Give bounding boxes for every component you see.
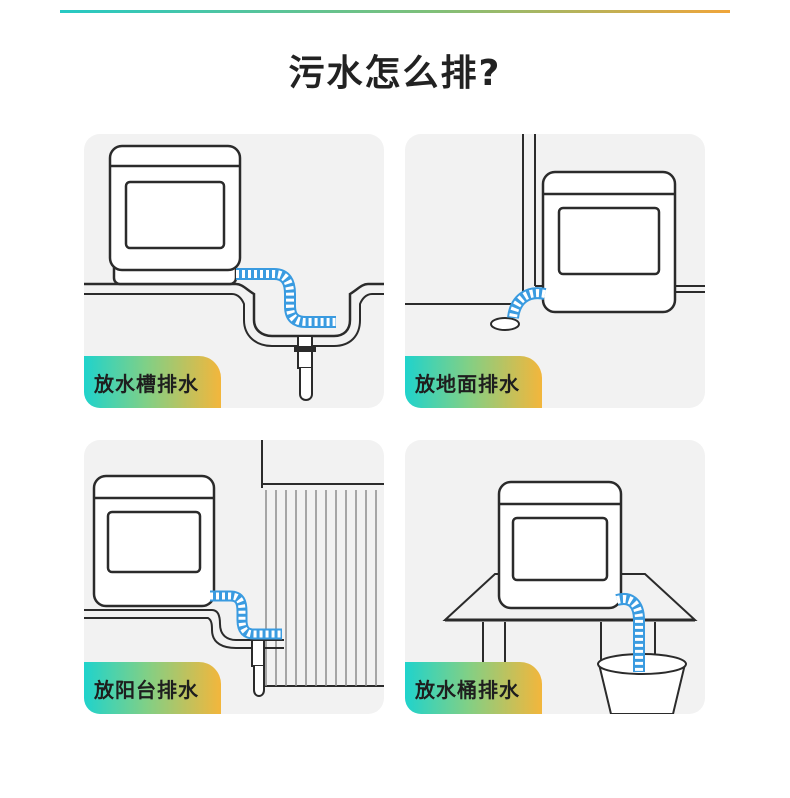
top-gradient-divider [60,10,730,13]
floor-drain-icon [405,134,705,331]
card-floor-drain: 放地面排水 [405,134,705,408]
card-balcony-drain: 放阳台排水 [84,440,384,714]
label-sink-drain: 放水槽排水 [84,356,221,408]
label-water-bucket: 放水桶排水 [405,662,542,714]
water-bucket-icon [442,480,698,714]
card-water-bucket: 放水桶排水 [405,440,705,714]
card-sink-drain: 放水槽排水 [84,134,384,408]
label-balcony-drain: 放阳台排水 [84,662,221,714]
balcony-drain-icon [84,440,384,697]
page-title: 污水怎么排? [288,53,502,94]
sink-drain-icon [84,144,384,401]
label-floor-drain: 放地面排水 [405,356,542,408]
